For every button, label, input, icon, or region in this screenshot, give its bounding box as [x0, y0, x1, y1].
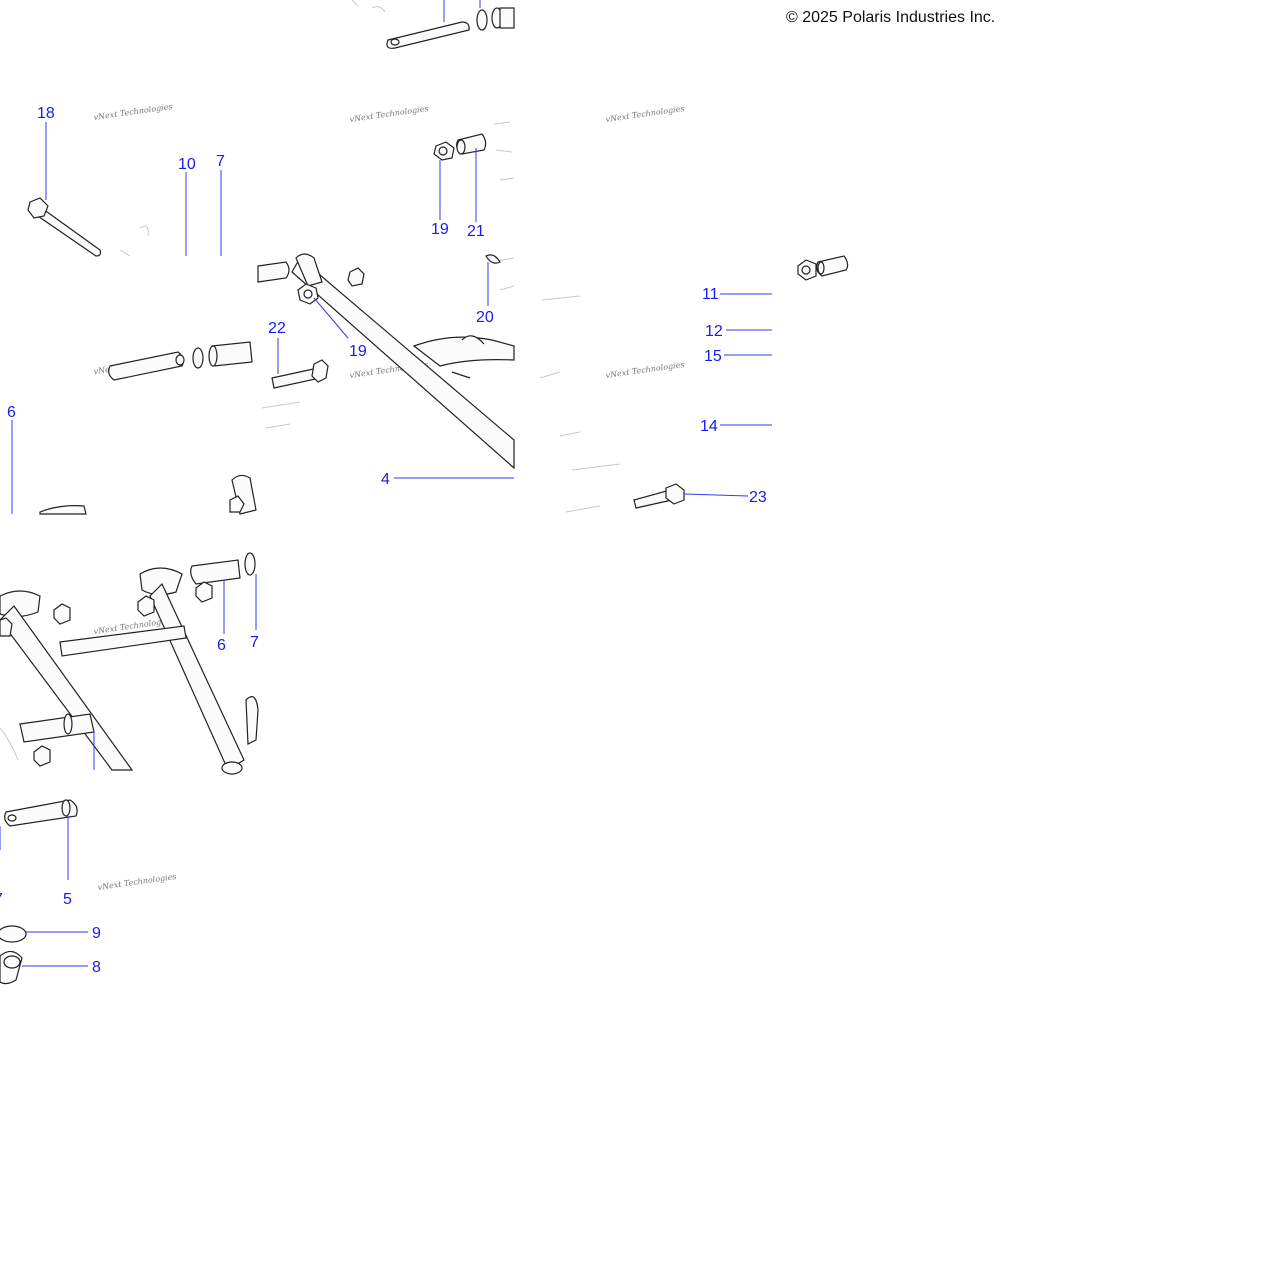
callout-labels: 18 10 7 19 21 22 19 20 4 11 12 15 14 23 …: [0, 105, 767, 976]
callout-7: 7: [216, 153, 225, 170]
nut-bushing-right: [797, 255, 849, 281]
pivot-pin-assembly: [39, 341, 257, 515]
callout-14: 14: [700, 418, 718, 435]
callout-6: 6: [7, 404, 16, 421]
callout-19: 19: [349, 343, 367, 360]
callout-11: 11: [702, 286, 719, 303]
callout-15: 15: [704, 348, 722, 365]
callout-7: 7: [0, 891, 3, 908]
callout-19: 19: [431, 221, 449, 238]
snap-ring-9: [0, 925, 27, 943]
watermark: vNext Technologies: [97, 872, 177, 892]
callout-5: 5: [63, 891, 72, 908]
callout-8: 8: [92, 959, 101, 976]
copyright-notice: © 2025 Polaris Industries Inc.: [786, 9, 996, 26]
watermark: vNext Technologies: [349, 104, 429, 124]
watermark-group: vNext Technologies vNext Technologies vN…: [93, 102, 685, 892]
callout-4: 4: [381, 471, 390, 488]
callout-7: 7: [250, 634, 259, 651]
watermark: vNext Technologies: [93, 102, 173, 122]
callout-22: 22: [268, 320, 286, 337]
callout-23: 23: [749, 489, 767, 506]
callout-9: 9: [92, 925, 101, 942]
a-arm-upper: [257, 253, 515, 470]
pin-bottom: [4, 799, 78, 827]
callout-10: 10: [178, 156, 196, 173]
pin-top: [351, 0, 515, 49]
bolt-23: [539, 295, 685, 513]
bolt-18: [27, 197, 149, 257]
watermark: vNext Technologies: [605, 360, 685, 380]
callout-12: 12: [705, 323, 723, 340]
callout-21: 21: [467, 223, 485, 240]
watermark: vNext Technologies: [605, 104, 685, 124]
callout-20: 20: [476, 309, 494, 326]
callout-6: 6: [217, 637, 226, 654]
a-arm-lower: [0, 552, 259, 775]
nut-bushing-top: [433, 121, 515, 181]
callout-18: 18: [37, 105, 55, 122]
bushing-8: [0, 950, 23, 985]
